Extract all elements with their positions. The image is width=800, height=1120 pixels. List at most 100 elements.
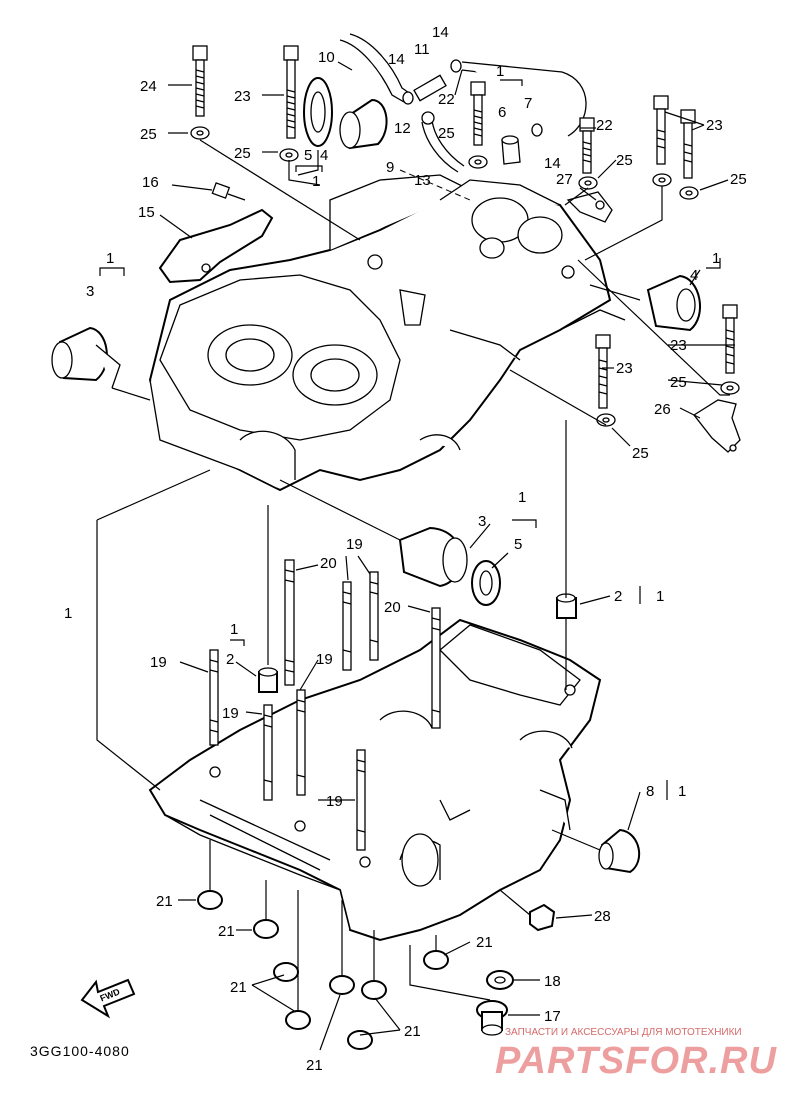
fwd-arrow-icon: FWD xyxy=(80,978,136,1019)
callout-28: 28 xyxy=(594,908,611,925)
callout-18: 18 xyxy=(544,973,561,990)
dowel-pin-2-left xyxy=(258,667,278,693)
callout-23-right: 23 xyxy=(706,117,723,134)
callout-1-d: 1 xyxy=(712,250,720,267)
callout-5-middle: 5 xyxy=(514,536,522,553)
bolt-22-right xyxy=(579,117,595,174)
drawing-code: 3GG100-4080 xyxy=(30,1043,130,1059)
bearing-8 xyxy=(598,828,640,874)
callout-2-right: 2 xyxy=(614,588,622,605)
bolt-16 xyxy=(211,182,246,201)
gasket-18 xyxy=(486,970,514,990)
bearing-3-middle xyxy=(398,526,468,588)
callout-2-left: 2 xyxy=(226,651,234,668)
drain-plug-17 xyxy=(476,1000,508,1036)
stud-bolt-set xyxy=(209,559,441,851)
callout-14-b: 14 xyxy=(432,24,449,41)
upper-crankcase xyxy=(148,174,626,492)
callout-labels: 24 23 25 25 10 14 11 14 5 4 1 12 9 13 22… xyxy=(64,24,747,1074)
callout-23-center-lower: 23 xyxy=(616,360,633,377)
callout-1-g: 1 xyxy=(64,605,72,622)
nozzle-6 xyxy=(501,135,521,165)
callout-27: 27 xyxy=(556,171,573,188)
bracket-15 xyxy=(158,208,274,284)
callout-19-d: 19 xyxy=(222,705,239,722)
callout-19-c: 19 xyxy=(316,651,333,668)
hose-9 xyxy=(421,119,465,173)
callout-25-right-lower: 25 xyxy=(670,374,687,391)
callout-12: 12 xyxy=(394,120,411,137)
callout-25-bottom: 25 xyxy=(632,445,649,462)
callout-20-b: 20 xyxy=(384,599,401,616)
clip-14-set xyxy=(402,59,543,137)
callout-11: 11 xyxy=(414,41,430,58)
callout-23-right-lower: 23 xyxy=(670,337,687,354)
callout-25-right-a: 25 xyxy=(616,152,633,169)
callout-1-i: 1 xyxy=(678,783,686,800)
callout-1-e: 1 xyxy=(518,489,526,506)
callout-20-a: 20 xyxy=(320,555,337,572)
callout-5-top: 5 xyxy=(304,147,312,164)
bolt-24 xyxy=(192,45,208,117)
callout-21-d: 21 xyxy=(476,934,493,951)
callout-21-b: 21 xyxy=(218,923,235,940)
callout-16: 16 xyxy=(142,174,159,191)
callout-15: 15 xyxy=(138,204,155,221)
callout-21-a: 21 xyxy=(156,893,173,910)
callout-3-middle: 3 xyxy=(478,513,486,530)
callout-23-top: 23 xyxy=(234,88,251,105)
callout-25-top: 25 xyxy=(234,145,251,162)
bracket-26 xyxy=(693,399,741,453)
callout-21-f: 21 xyxy=(306,1057,323,1074)
callout-22-center: 22 xyxy=(438,91,455,108)
callout-17: 17 xyxy=(544,1008,561,1025)
lower-crankcase xyxy=(148,618,602,942)
joint-11 xyxy=(413,74,447,125)
watermark-brand: PARTSFOR.RU xyxy=(495,1040,777,1082)
callout-8: 8 xyxy=(646,783,654,800)
callout-14-c: 14 xyxy=(544,155,561,172)
oil-seal-5-middle xyxy=(471,560,501,606)
callout-19-a: 19 xyxy=(346,536,363,553)
callout-14-a: 14 xyxy=(388,51,405,68)
callout-1-c: 1 xyxy=(106,250,114,267)
callout-7: 7 xyxy=(524,95,532,112)
callout-21-c: 21 xyxy=(230,979,247,996)
callout-25-center: 25 xyxy=(438,125,455,142)
bolt-23-top xyxy=(283,45,299,139)
callout-9: 9 xyxy=(386,159,394,176)
callout-1-h: 1 xyxy=(230,621,238,638)
callout-1-b: 1 xyxy=(496,63,504,80)
callout-4-top: 4 xyxy=(320,147,328,164)
callout-3-left: 3 xyxy=(86,283,94,300)
callout-25-right-b: 25 xyxy=(730,171,747,188)
callout-22-right: 22 xyxy=(596,117,613,134)
bearing-3-left xyxy=(51,326,121,389)
callout-19-e: 19 xyxy=(326,793,343,810)
callout-24: 24 xyxy=(140,78,157,95)
oil-seal-5-top xyxy=(303,77,333,147)
hose-7 xyxy=(461,61,587,137)
callout-25-left: 25 xyxy=(140,126,157,143)
watermark-tagline: ЗАПЧАСТИ И АКСЕССУАРЫ ДЛЯ МОТОТЕХНИКИ xyxy=(505,1027,742,1038)
callout-lines xyxy=(99,61,735,1051)
bolt-23-right-lower xyxy=(722,304,738,374)
callout-21-e: 21 xyxy=(404,1023,421,1040)
callout-26: 26 xyxy=(654,401,671,418)
bolt-23-center-lower xyxy=(595,334,611,409)
bearing-4-top xyxy=(339,98,388,150)
callout-1-a: 1 xyxy=(312,173,320,190)
washer-25-set xyxy=(190,126,740,427)
bracket-27 xyxy=(566,191,613,223)
bolt-22-center xyxy=(470,81,486,146)
callout-4-right: 4 xyxy=(690,267,698,284)
callout-10: 10 xyxy=(318,49,335,66)
callout-6: 6 xyxy=(498,104,506,121)
callout-1-f: 1 xyxy=(656,588,664,605)
bearing-4-right xyxy=(646,274,702,332)
bolt-23-pair xyxy=(653,95,696,179)
hose-10 xyxy=(339,33,413,103)
callout-19-b: 19 xyxy=(150,654,167,671)
